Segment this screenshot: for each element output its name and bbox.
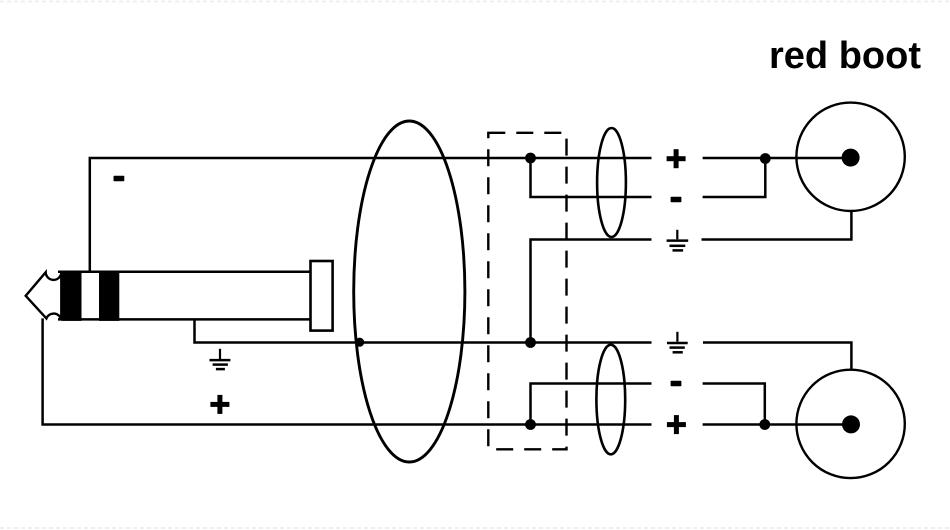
svg-text:red boot: red boot: [769, 35, 921, 77]
